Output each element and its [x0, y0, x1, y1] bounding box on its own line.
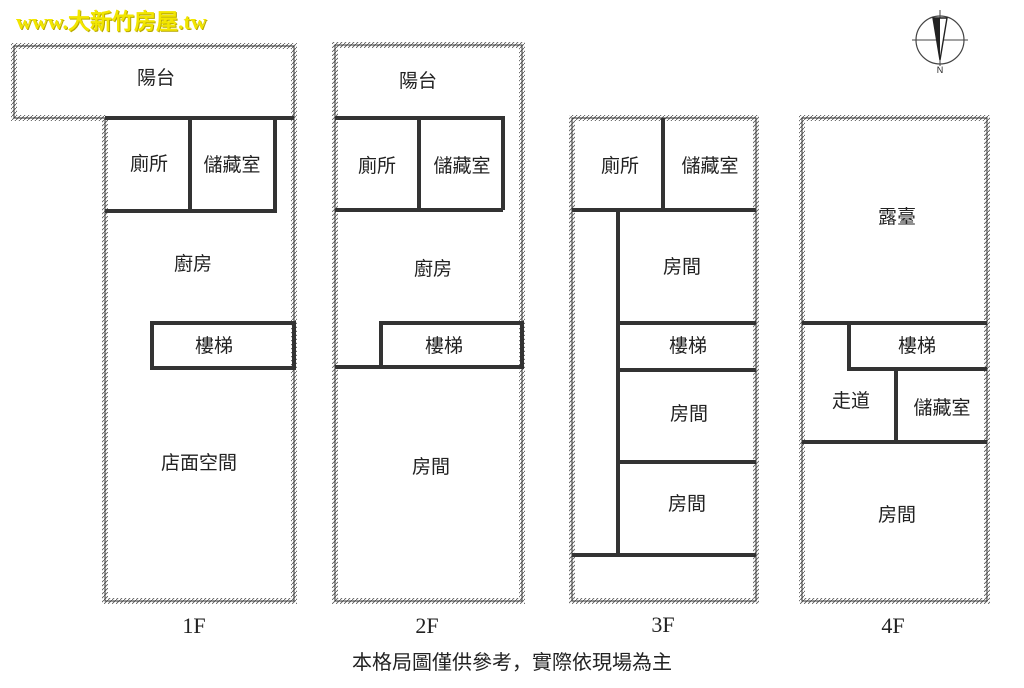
interior-walls — [572, 118, 756, 557]
floor-label-3f: 3F — [651, 612, 674, 637]
wall-outline-inner — [13, 45, 295, 602]
room-label-stairs: 樓梯 — [898, 335, 936, 357]
interior-walls — [105, 116, 296, 370]
floor-label-2f: 2F — [415, 613, 438, 638]
room-label-stairs: 樓梯 — [195, 335, 233, 357]
floor-label-4f: 4F — [881, 613, 904, 638]
north-compass-icon: N — [912, 10, 968, 75]
disclaimer-text: 本格局圖僅供參考，實際依現場為主 — [352, 650, 672, 674]
wall-outline — [799, 115, 990, 604]
room-label-storage: 儲藏室 — [433, 155, 490, 177]
wall-outline-inner — [801, 117, 988, 602]
room-label-terrace: 露臺 — [878, 206, 916, 228]
room-label-balcony: 陽台 — [137, 67, 175, 89]
floor-2f: 陽台 廁所 儲藏室 廚房 樓梯 房間 2F — [332, 42, 525, 638]
room-label-stairs: 樓梯 — [669, 335, 707, 357]
interior-walls — [335, 116, 524, 369]
watermark-logo: www.大新竹房屋.tw — [16, 9, 207, 34]
room-label-corridor: 走道 — [832, 390, 870, 412]
interior-walls — [802, 321, 987, 444]
room-label-storage: 儲藏室 — [681, 155, 738, 177]
floor-3f: 廁所 儲藏室 房間 樓梯 房間 房間 3F — [569, 115, 759, 637]
room-label-storage: 儲藏室 — [913, 397, 970, 419]
room-label-shop-space: 店面空間 — [161, 452, 237, 474]
room-label-kitchen: 廚房 — [174, 252, 212, 275]
room-label-room: 房間 — [670, 403, 708, 425]
floor-4f: 露臺 樓梯 走道 儲藏室 房間 4F — [799, 115, 990, 638]
room-label-balcony: 陽台 — [399, 70, 437, 92]
room-label-toilet: 廁所 — [130, 152, 168, 175]
room-label-storage: 儲藏室 — [203, 154, 260, 176]
room-label-kitchen: 廚房 — [414, 257, 452, 280]
room-label-toilet: 廁所 — [601, 154, 639, 177]
compass-north-label: N — [937, 65, 944, 75]
room-label-room: 房間 — [412, 456, 450, 478]
floor-1f: 陽台 廁所 儲藏室 廚房 樓梯 店面空間 1F — [11, 43, 297, 638]
room-label-stairs: 樓梯 — [425, 335, 463, 357]
room-label-toilet: 廁所 — [358, 154, 396, 177]
room-label-room: 房間 — [878, 504, 916, 526]
floor-label-1f: 1F — [182, 613, 205, 638]
room-label-room: 房間 — [668, 493, 706, 515]
room-label-room: 房間 — [663, 256, 701, 278]
